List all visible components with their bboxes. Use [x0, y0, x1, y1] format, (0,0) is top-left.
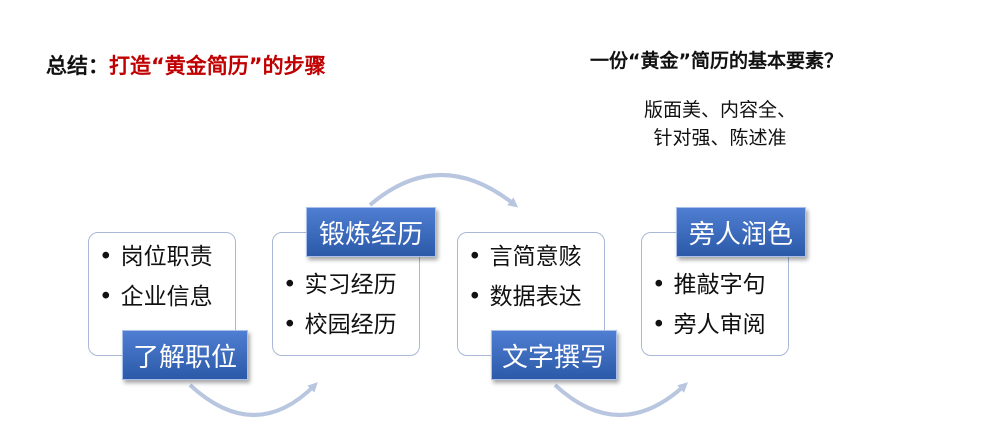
slide-title: 总结：打造“黄金简历”的步骤: [46, 50, 326, 80]
answer-block: 版面美、内容全、 针对强、陈述准: [620, 96, 820, 152]
step-4-bullet-1: 推敲字句: [652, 265, 766, 305]
step-3-bullet-1: 言简意赅: [468, 237, 582, 277]
step-3-bullets: 言简意赅 数据表达: [468, 237, 582, 317]
step-2-bullet-1: 实习经历: [283, 265, 397, 305]
title-highlight: 打造“黄金简历”的步骤: [109, 54, 326, 78]
title-prefix: 总结：: [46, 54, 109, 78]
step-1-bullets: 岗位职责 企业信息: [99, 237, 213, 317]
step-label-3: 文字撰写: [491, 330, 617, 380]
arrow-step2-to-step3: [368, 173, 519, 208]
step-3-bullet-2: 数据表达: [468, 277, 582, 317]
step-4-bullet-2: 旁人审阅: [652, 305, 766, 345]
step-1-bullet-1: 岗位职责: [99, 237, 213, 277]
step-4-bullets: 推敲字句 旁人审阅: [652, 265, 766, 345]
question-heading: 一份“黄金”简历的基本要素？: [590, 50, 843, 72]
step-2-bullets: 实习经历 校园经历: [283, 265, 397, 345]
answer-line-1: 版面美、内容全、: [643, 99, 796, 121]
step-label-2: 锻炼经历: [306, 207, 436, 257]
arrow-step3-to-step4: [553, 382, 688, 417]
step-label-1: 了解职位: [122, 330, 248, 380]
step-1-bullet-2: 企业信息: [99, 277, 213, 317]
step-label-4: 旁人润色: [676, 207, 806, 257]
step-2-bullet-2: 校园经历: [283, 305, 397, 345]
answer-line-2: 针对强、陈述准: [653, 127, 787, 149]
arrow-step1-to-step2: [188, 382, 318, 417]
